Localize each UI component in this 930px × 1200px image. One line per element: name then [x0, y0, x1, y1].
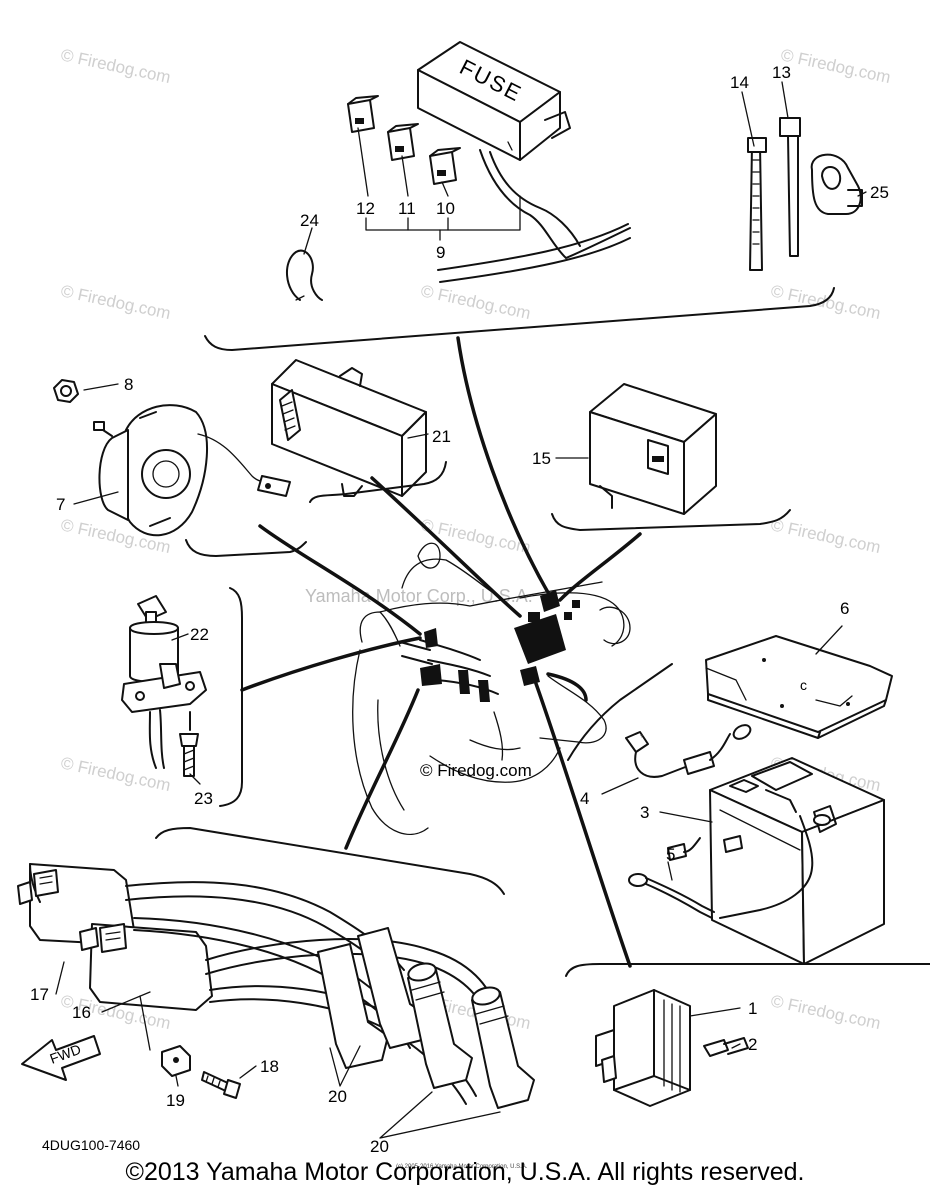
ignition-coil-16 [79, 923, 213, 1011]
bolt-2 [703, 1037, 749, 1057]
callout-12: 12 [356, 199, 375, 218]
fine-print: (c) 2005-2016 Yamaha Motor Corporation, … [396, 1164, 528, 1170]
horn-7 [93, 404, 291, 537]
group-bracket-15 [551, 509, 791, 531]
group-bracket-rectifier [565, 963, 930, 977]
callout-2: 2 [748, 1035, 757, 1054]
part-number-callouts: 1 2 3 4 5 6 7 8 9 10 11 12 13 14 15 16 1… [30, 63, 889, 1156]
ignition-coil-17 [17, 863, 135, 945]
callout-7: 7 [56, 495, 65, 514]
group-bracket-battery [567, 663, 673, 761]
battery-3 [709, 757, 885, 965]
wire-clip-24 [286, 249, 323, 301]
copyright-notice: ©2013 Yamaha Motor Corporation, U.S.A. A… [125, 1158, 805, 1186]
cable-tie-14 [747, 137, 767, 271]
callout-13: 13 [772, 63, 791, 82]
callout-19: 19 [166, 1091, 185, 1110]
callout-20: 20 [370, 1137, 389, 1156]
callout-8: 8 [124, 375, 133, 394]
watermark-text: © Firedog.com [769, 991, 882, 1033]
callout-14: 14 [730, 73, 749, 92]
battery-cover-6: c [705, 635, 893, 739]
callout-9: 9 [436, 243, 445, 262]
fuse-bracket-9 [365, 195, 521, 241]
flasher-relay-15 [589, 383, 717, 515]
callout-15: 15 [532, 449, 551, 468]
clamp-19 [161, 1045, 191, 1077]
fuse-11 [387, 123, 419, 161]
callout-4: 4 [580, 789, 589, 808]
battery-lead-4: + [625, 724, 752, 861]
callout-5: 5 [666, 845, 675, 864]
watermark-text: © Firedog.com [59, 45, 172, 87]
spark-plug-caps-20 [317, 927, 535, 1109]
callout-leaders [55, 81, 867, 1139]
group-bracket-22 [219, 587, 243, 807]
watermark-text: © Firedog.com [419, 281, 532, 323]
fuse-12 [347, 95, 379, 133]
callout-22: 22 [190, 625, 209, 644]
callout-20: 20 [328, 1087, 347, 1106]
callout-17: 17 [30, 985, 49, 1004]
fuse-box: FUSE [417, 41, 571, 161]
callout-10: 10 [436, 199, 455, 218]
callout-18: 18 [260, 1057, 279, 1076]
group-bracket-top [204, 287, 835, 351]
fwd-arrow-icon: FWD [21, 1035, 101, 1081]
drawing-code: 4DUG100-7460 [42, 1137, 140, 1153]
screw-23 [179, 733, 199, 777]
callout-24: 24 [300, 211, 319, 230]
bolt-18 [201, 1071, 241, 1099]
battery-cover-mark: c [800, 677, 807, 693]
watermark-text: © Firedog.com [779, 45, 892, 87]
cable-tie-13 [779, 117, 801, 257]
battery-lead-5 [628, 873, 715, 919]
main-harness-top [437, 149, 631, 283]
watermark-text: © Firedog.com [769, 281, 882, 323]
callout-23: 23 [194, 789, 213, 808]
main-switch-22 [121, 595, 207, 769]
fuse-10 [429, 147, 461, 185]
callout-16: 16 [72, 1003, 91, 1022]
group-leader-lines [240, 336, 642, 968]
callout-1: 1 [748, 999, 757, 1018]
group-bracket-7 [185, 539, 307, 557]
watermark-text: © Firedog.com [59, 753, 172, 795]
rectifier-regulator-1 [595, 989, 691, 1107]
clamp-25 [810, 153, 863, 215]
callout-21: 21 [432, 427, 451, 446]
watermark-text: © Firedog.com [769, 515, 882, 557]
callout-25: 25 [870, 183, 889, 202]
watermark-text: © Firedog.com [59, 281, 172, 323]
callout-3: 3 [640, 803, 649, 822]
callout-6: 6 [840, 599, 849, 618]
plus-mark: + [640, 734, 644, 740]
firedog-center-watermark: © Firedog.com [420, 761, 532, 780]
callout-11: 11 [398, 199, 416, 218]
group-bracket-coils [155, 827, 505, 895]
relay-unit-21 [271, 359, 427, 497]
nut-8 [53, 379, 79, 403]
